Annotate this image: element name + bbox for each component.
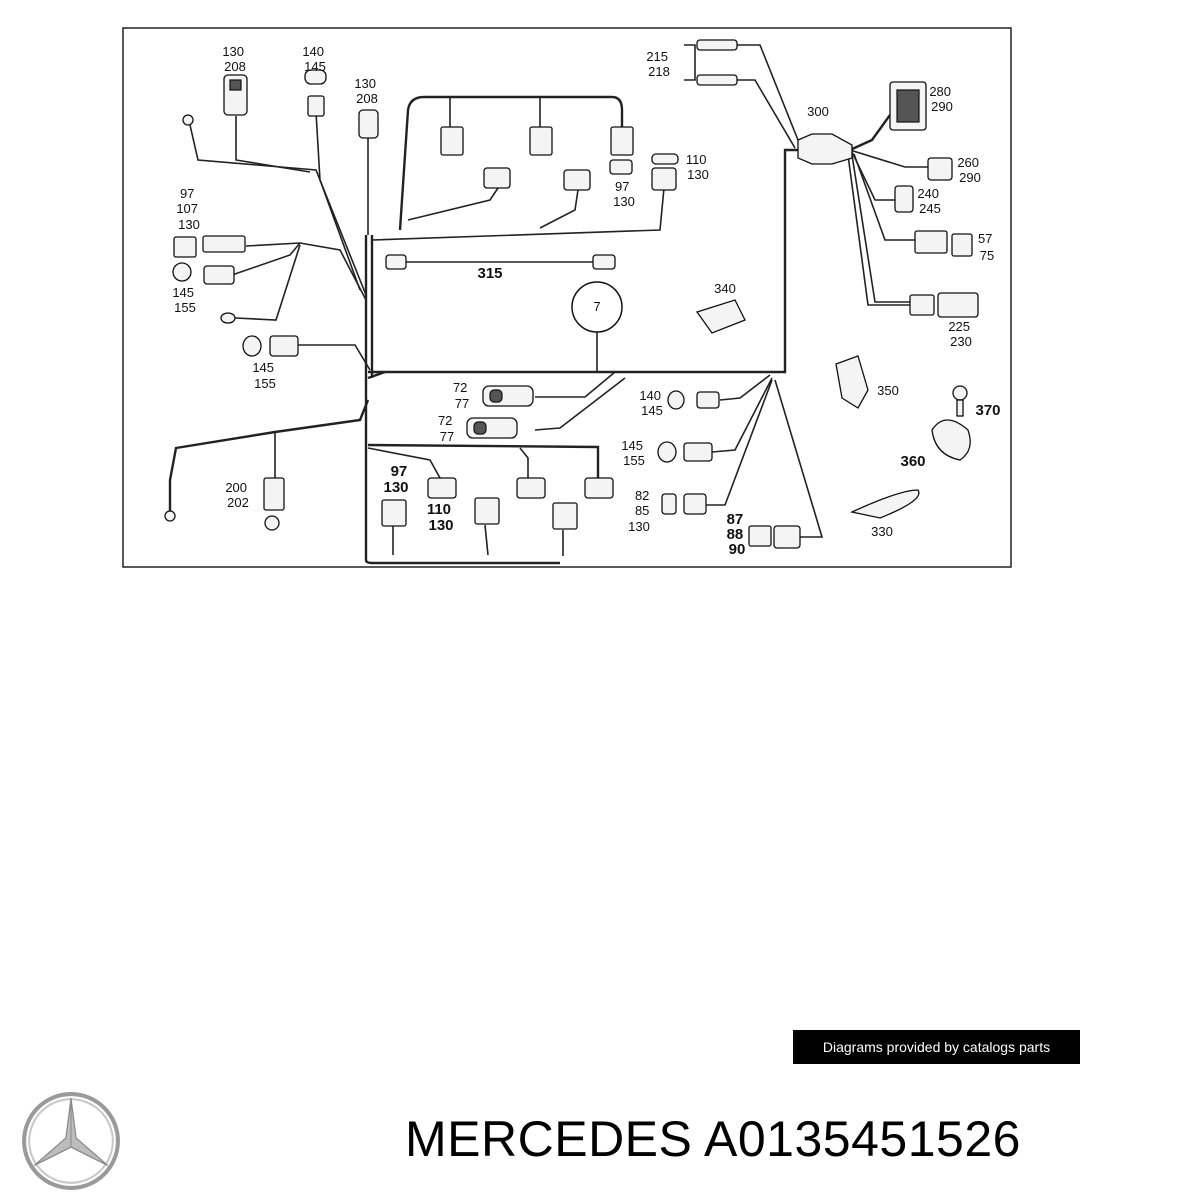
callout-label: 280 290 xyxy=(929,84,954,114)
callout-label: 130 208 xyxy=(354,76,379,106)
callout-label: 57 75 xyxy=(978,231,996,263)
callout-label: 82 85 130 xyxy=(628,488,653,534)
callout-label: 260 290 xyxy=(957,155,982,185)
callout-label: 240 245 xyxy=(917,186,942,216)
mercedes-star-icon xyxy=(22,1092,120,1190)
callout-label: 350 xyxy=(877,383,899,398)
part-number: A0135451526 xyxy=(704,1111,1021,1167)
callout-label: 330 xyxy=(871,524,893,539)
callout-label: 130 208 xyxy=(222,44,247,74)
callout-label: 145 155 xyxy=(621,438,646,468)
callout-label: 370 xyxy=(975,402,1000,419)
brand-name: MERCEDES xyxy=(405,1111,693,1167)
connector-part xyxy=(307,95,325,117)
callout-label: 200 202 xyxy=(225,480,250,510)
callout-label: 72 77 xyxy=(453,380,471,411)
callout-label: 140 145 xyxy=(639,388,664,418)
callout-label: 360 xyxy=(900,453,925,470)
callout-labels: 130 208 140 145 130 208 215 218 300 280 … xyxy=(172,44,1000,558)
diagram-frame xyxy=(122,27,1012,568)
callout-label: 110 130 xyxy=(686,152,710,182)
callout-label: 97 130 xyxy=(383,463,411,496)
callout-label: 225 230 xyxy=(948,319,973,349)
grommet-part xyxy=(304,69,327,85)
callout-label: 340 xyxy=(714,281,736,296)
callout-label: 97 130 xyxy=(613,179,635,209)
connector-part xyxy=(358,109,379,139)
callout-label: 215 218 xyxy=(646,49,671,79)
callout-label: 145 155 xyxy=(252,360,277,391)
callout-label: 315 xyxy=(477,265,502,282)
callout-label: 140 145 xyxy=(302,44,327,74)
components xyxy=(164,39,979,549)
callout-circle xyxy=(571,281,623,333)
callout-label: 97 107 130 xyxy=(176,186,201,232)
callout-label: 110 130 xyxy=(427,501,455,534)
callout-label: 87 88 90 xyxy=(727,511,748,558)
part-title: MERCEDES A0135451526 xyxy=(405,1110,1021,1168)
callout-label: 300 xyxy=(807,104,829,119)
credit-banner: Diagrams provided by catalogs parts xyxy=(793,1030,1080,1064)
harness-wires xyxy=(168,44,928,565)
callout-label: 7 xyxy=(593,299,600,314)
callout-label: 145 155 xyxy=(172,285,197,315)
ring-terminal-part xyxy=(182,114,194,126)
callout-label: 72 77 xyxy=(438,413,456,444)
